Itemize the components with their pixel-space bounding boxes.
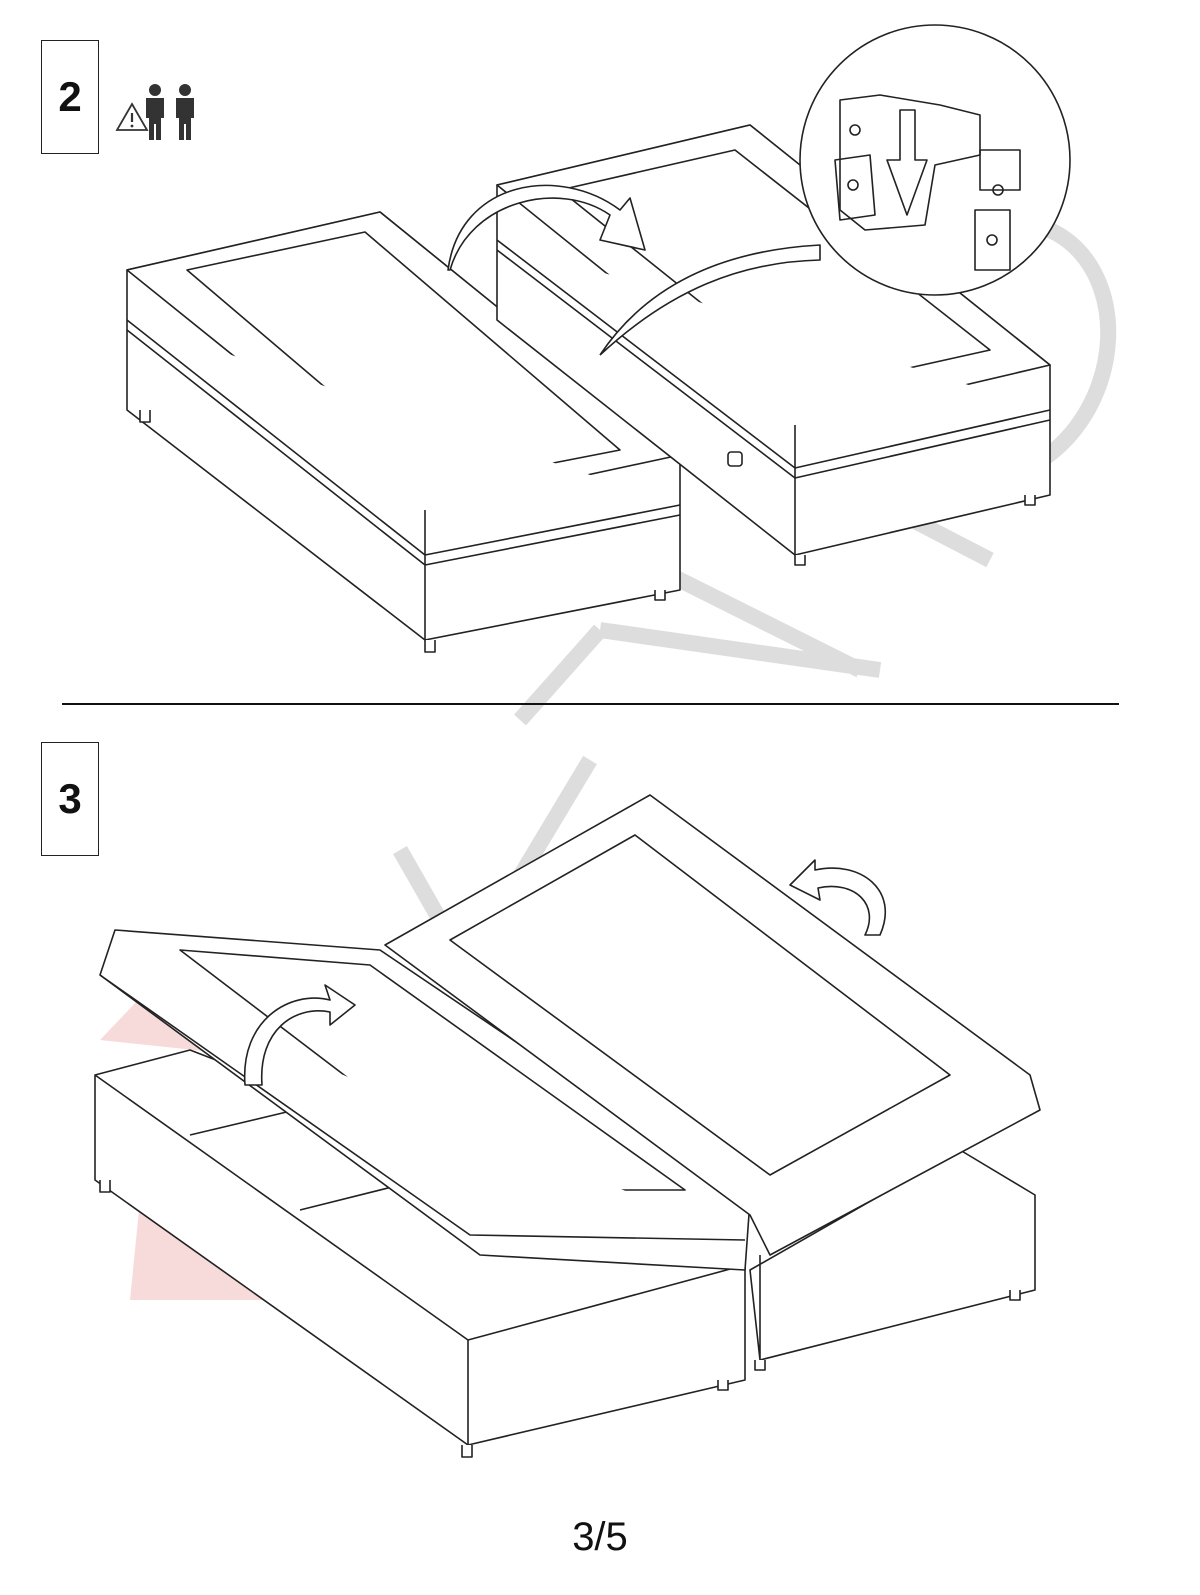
page-number: 3/5 bbox=[572, 1515, 628, 1559]
lid-right-step3 bbox=[384, 794, 1041, 1256]
bed-left-step2 bbox=[126, 211, 681, 653]
step-number-box: 2 bbox=[41, 40, 99, 154]
step-number: 3 bbox=[58, 775, 82, 822]
section-divider bbox=[62, 703, 1119, 705]
step-number-box: 3 bbox=[41, 742, 99, 856]
two-person-assembly-warning-icon bbox=[115, 84, 194, 140]
connector-detail-zoom bbox=[799, 24, 1071, 296]
rotate-arrow-icon bbox=[243, 859, 886, 1086]
step-number: 2 bbox=[58, 73, 82, 120]
bed-bases-step3 bbox=[94, 1049, 1036, 1458]
rotate-arrow-icon bbox=[447, 184, 821, 356]
